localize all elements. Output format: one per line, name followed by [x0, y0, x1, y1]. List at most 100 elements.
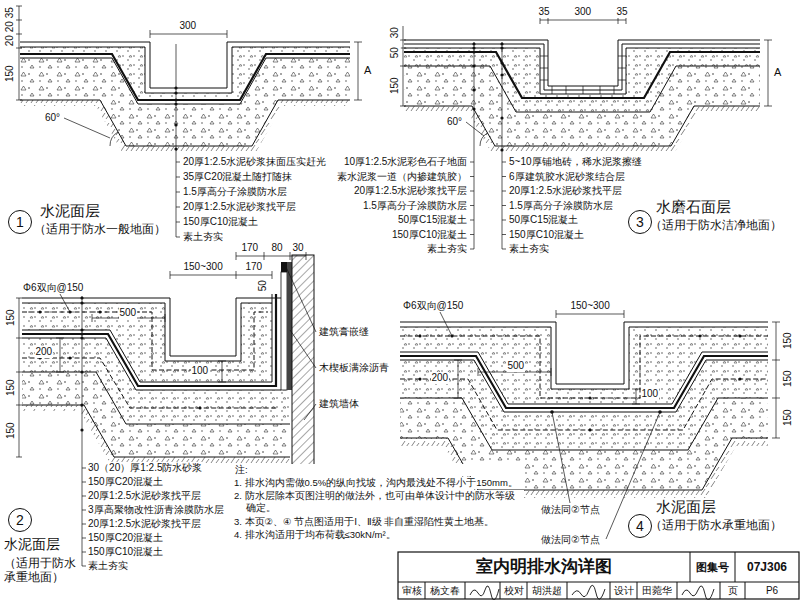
- detail-subheading: （适用于防水承重地面）: [650, 518, 782, 532]
- note-text: 2. 防水层除本页图注明的做法外，也可由单体设计中的防水等级确定。: [234, 490, 524, 515]
- table-cell: 07J306: [735, 552, 799, 582]
- dimension-label: 150~300: [183, 261, 224, 273]
- detail-4-section: [419, 378, 422, 381]
- detail-3-section: [404, 52, 760, 98]
- detail-2-section: [80, 403, 83, 406]
- detail-subheading: （适用于防水洁净地面）: [650, 218, 782, 232]
- detail-3-section: [500, 73, 503, 76]
- detail-3-section: [470, 42, 474, 249]
- detail-1-section: [20, 58, 350, 104]
- detail-4-section: [550, 410, 662, 414]
- detail-4-section: [400, 356, 768, 408]
- dimension-label: 50: [256, 279, 268, 292]
- detail-3-section: [472, 46, 475, 49]
- detail-2-section: [22, 358, 278, 408]
- dimension-label: 150: [4, 378, 16, 397]
- title-block: [398, 552, 799, 599]
- detail-3-section: [500, 42, 503, 45]
- title-block: [398, 552, 799, 599]
- detail-2-section: [80, 328, 83, 331]
- layer-label: 150厚C10混凝土: [391, 229, 468, 241]
- detail-callout: 4水泥面层 （适用于防水承重地面）: [616, 496, 796, 546]
- note-text: 4. 排水沟适用于均布荷载≤30kN/m²。: [234, 529, 524, 541]
- detail-2-section: [80, 336, 83, 339]
- detail-1-section: [20, 100, 350, 146]
- detail-3-section: [540, 56, 626, 94]
- dimension-label: 35: [616, 6, 629, 18]
- detail-3-section: [472, 64, 475, 67]
- dimension-label: 200: [35, 346, 54, 358]
- angle-label: 60°: [446, 116, 463, 128]
- layer-label: 30（20）厚1:2.5防水砂浆: [87, 462, 204, 474]
- detail-2-section: [69, 357, 72, 360]
- detail-2-section: [80, 332, 83, 335]
- detail-heading: 水泥面层: [40, 202, 100, 220]
- detail-4-section: [400, 336, 768, 398]
- callout-number: 4: [628, 514, 652, 538]
- layer-label: 150厚C10混凝土: [182, 216, 259, 228]
- detail-3-section: [500, 116, 503, 119]
- layer-label: 素水泥浆一道（内掺建筑胶）: [336, 171, 468, 183]
- dimension-label: 150~300: [570, 300, 611, 312]
- detail-3-section: [466, 122, 488, 146]
- detail-callout: 2水泥面层（适用于防水承重地面）: [2, 506, 80, 598]
- dimension-label: 150: [781, 331, 793, 350]
- dimension-label: A: [773, 66, 782, 79]
- table-cell: 审核: [398, 582, 425, 599]
- detail-2-section: [22, 405, 290, 463]
- dimension-label: 150: [388, 76, 400, 95]
- layer-label: 50厚C15混凝土: [397, 214, 468, 226]
- layer-label: 35厚C20混凝土随打随抹: [182, 171, 293, 183]
- dimension-label: 300: [574, 6, 593, 18]
- detail-1-section: [174, 86, 177, 150]
- detail-3-section: [404, 66, 760, 112]
- detail-heading: 水泥面层: [656, 498, 716, 516]
- detail-1-section: [174, 147, 177, 150]
- dimension-label: 170: [245, 261, 264, 273]
- dimension-label: 170: [241, 242, 260, 254]
- dimension-label: 150: [4, 421, 16, 440]
- detail-1-section: [354, 42, 362, 100]
- layer-label: 150厚C10混凝土: [508, 229, 585, 241]
- callout-number: 3: [628, 210, 652, 234]
- detail-2-section: [16, 298, 22, 457]
- detail-4-section: [419, 335, 742, 432]
- dimension-label: 150: [4, 308, 16, 327]
- detail-2-section: [22, 372, 290, 457]
- leader-label: 木楔板满涂沥青: [318, 362, 390, 374]
- detail-4-section: [552, 412, 660, 539]
- dimension-label: 30: [388, 26, 400, 39]
- title-block: [398, 552, 799, 600]
- callout-number: 1: [8, 210, 32, 234]
- layer-label: 素土夯实: [182, 231, 224, 243]
- detail-2-section: [22, 405, 290, 457]
- detail-1-section: [16, 6, 22, 100]
- detail-1-section: [174, 86, 177, 89]
- dimension-label: 30: [292, 242, 305, 254]
- detail-4-section: [440, 312, 452, 336]
- title-block: [682, 586, 714, 600]
- note-heading: 注:: [234, 464, 524, 476]
- callout-number: 2: [8, 508, 32, 532]
- dimension-label: 150: [3, 64, 15, 83]
- detail-4-section: [699, 335, 702, 338]
- detail-1-section: [174, 91, 177, 94]
- detail-4-section: [772, 322, 780, 438]
- layer-label: 150厚C10混凝土: [87, 546, 164, 558]
- detail-1-section: [174, 123, 177, 126]
- detail-3-section: [472, 42, 475, 45]
- detail-3-section: [404, 66, 760, 146]
- dimension-label: 100: [191, 365, 210, 377]
- dimension-label: 50: [388, 46, 400, 59]
- detail-2-section: [39, 311, 202, 410]
- layer-label: 10厚1:2.5水泥彩色石子地面: [343, 156, 468, 168]
- detail-4-section: [400, 360, 768, 412]
- layer-label: 20厚1:2.5水泥砂浆找平层: [508, 185, 623, 197]
- layer-label: 1.5厚高分子涂膜防水层: [362, 200, 468, 212]
- detail-2-section: [60, 267, 316, 420]
- detail-2-section: [22, 312, 268, 370]
- note-text: 1. 排水沟内需做0.5%的纵向找坡，沟内最浅处不得小于150mm。: [234, 477, 524, 489]
- dimension-label: 500: [119, 307, 138, 319]
- note-text: 3. 本页②、④ 节点图适用于Ⅰ、Ⅱ级 非自重湿陷性黄土地基。: [234, 516, 524, 528]
